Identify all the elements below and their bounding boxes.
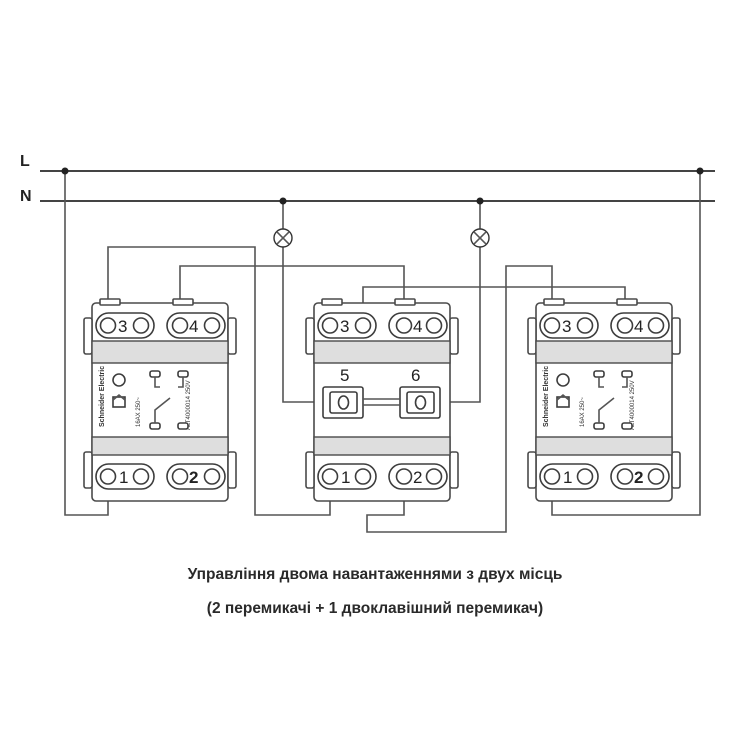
junction-dot — [61, 167, 69, 175]
svg-text:2: 2 — [189, 468, 198, 487]
svg-text:16AX 250~: 16AX 250~ — [580, 397, 586, 427]
junction-dot — [476, 197, 484, 205]
terminal-3: 3 — [539, 312, 599, 339]
terminal-5-label: 5 — [340, 366, 349, 385]
terminal-4: 4 — [166, 312, 226, 339]
svg-text:ALT4000014 250V: ALT4000014 250V — [186, 380, 192, 430]
terminal-6-label: 6 — [411, 366, 420, 385]
svg-text:4: 4 — [413, 317, 422, 336]
caption-subtitle: (2 перемикачі + 1 двоклавішний перемикач… — [206, 600, 544, 617]
svg-text:3: 3 — [118, 317, 127, 336]
svg-text:3: 3 — [340, 317, 349, 336]
svg-text:4: 4 — [634, 317, 643, 336]
wires — [64, 171, 701, 533]
switch-middle: 3 4 5 6 1 — [305, 298, 459, 502]
neutral-bus-label: N — [20, 188, 32, 205]
svg-text:Schneider Electric: Schneider Electric — [543, 366, 550, 427]
svg-text:3: 3 — [562, 317, 571, 336]
svg-text:ALT4000014 250V: ALT4000014 250V — [630, 380, 636, 430]
svg-text:16AX 250~: 16AX 250~ — [136, 397, 142, 427]
terminal-6 — [399, 386, 441, 419]
terminal-1: 1 — [317, 463, 377, 490]
terminal-3: 3 — [95, 312, 155, 339]
terminal-1: 1 — [95, 463, 155, 490]
junction-dot — [696, 167, 704, 175]
switch-left: 3 4 Schneider Electric 16AX 250~ ALT4000… — [83, 298, 237, 502]
svg-text:1: 1 — [119, 468, 128, 487]
svg-text:4: 4 — [189, 317, 198, 336]
switch-label-print: Schneider Electric 16AX 250~ ALT4000014 … — [99, 366, 192, 430]
wire-right3-to-mid2 — [366, 265, 553, 533]
wire-left4-to-mid4 — [179, 265, 405, 312]
phase-bus-label: L — [20, 153, 30, 170]
svg-text:2: 2 — [413, 468, 422, 487]
terminal-5 — [322, 386, 364, 419]
terminal-2: 2 — [388, 463, 448, 490]
terminal-1: 1 — [539, 463, 599, 490]
caption-title: Управління двома навантаженнями з двух м… — [187, 566, 563, 583]
lamp-1-icon — [273, 228, 293, 248]
switch-right: 3 4 Schneider Electric 16AX 250~ ALT4000… — [527, 298, 681, 502]
svg-text:Schneider Electric: Schneider Electric — [99, 366, 106, 427]
terminal-2: 2 — [166, 463, 226, 490]
terminal-3: 3 — [317, 312, 377, 339]
svg-text:1: 1 — [563, 468, 572, 487]
svg-text:1: 1 — [341, 468, 350, 487]
terminal-2: 2 — [610, 463, 670, 490]
svg-text:2: 2 — [634, 468, 643, 487]
lamp-2-icon — [470, 228, 490, 248]
switch-label-print: Schneider Electric 16AX 250~ ALT4000014 … — [543, 366, 636, 430]
junction-dot — [279, 197, 287, 205]
wire-left3-to-mid1 — [107, 246, 331, 516]
terminal-4: 4 — [388, 312, 448, 339]
terminal-4: 4 — [610, 312, 670, 339]
